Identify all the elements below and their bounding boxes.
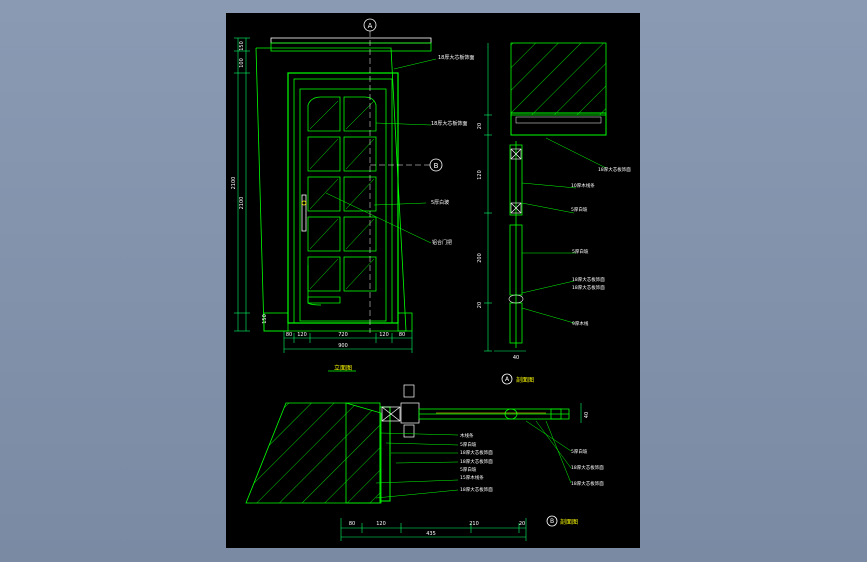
glass-diagonals	[309, 100, 375, 290]
svg-text:木线条: 木线条	[460, 432, 474, 439]
svg-text:B: B	[434, 162, 439, 170]
svg-text:5厚白玻: 5厚白玻	[431, 199, 449, 206]
svg-text:5厚白玻: 5厚白玻	[460, 441, 477, 448]
svg-text:150: 150	[262, 314, 268, 324]
svg-text:18厚大芯板饰面: 18厚大芯板饰面	[571, 480, 604, 487]
svg-text:20: 20	[519, 521, 525, 527]
svg-text:80: 80	[286, 332, 292, 338]
svg-text:200: 200	[477, 253, 483, 263]
svg-text:铝合门把: 铝合门把	[432, 239, 452, 246]
svg-text:720: 720	[338, 332, 348, 338]
skirting	[263, 312, 289, 332]
section-a-title: 剖面图	[516, 376, 534, 384]
svg-text:B: B	[550, 518, 554, 525]
svg-text:18厚大芯板饰面: 18厚大芯板饰面	[598, 166, 631, 173]
svg-text:120: 120	[477, 170, 483, 180]
door-frame	[287, 72, 399, 324]
bottom-dimensions	[283, 331, 413, 353]
section-a-marker	[501, 373, 513, 385]
svg-text:5厚白玻: 5厚白玻	[572, 248, 589, 255]
svg-text:20: 20	[477, 302, 483, 308]
wall-outline	[255, 47, 407, 332]
svg-text:18厚大芯板饰面: 18厚大芯板饰面	[572, 276, 605, 283]
svg-text:18厚大芯板饰面: 18厚大芯板饰面	[460, 486, 493, 493]
wall-block	[245, 402, 382, 504]
bottom-dim-texts: 80 120 720 120 80 900	[286, 332, 405, 349]
section-marker-a	[363, 18, 377, 32]
svg-text:5厚白玻: 5厚白玻	[571, 206, 588, 213]
svg-text:A: A	[505, 376, 510, 383]
svg-text:5厚白玻: 5厚白玻	[460, 466, 477, 473]
section-a-view: 20 120 200 20 40 18厚大芯板饰面 10厚	[477, 42, 631, 385]
svg-text:100: 100	[239, 58, 245, 68]
door-handle	[301, 194, 307, 232]
svg-text:18厚大芯板饰面: 18厚大芯板饰面	[460, 458, 493, 465]
cad-drawing: A B 150 100 2100 2100	[231, 18, 631, 541]
svg-text:15厚木线条: 15厚木线条	[460, 474, 484, 481]
svg-text:5厚白玻: 5厚白玻	[571, 448, 588, 455]
glass-panes	[307, 96, 377, 306]
svg-text:18厚大芯板饰面: 18厚大芯板饰面	[431, 120, 467, 127]
section-b-title: 剖面图	[560, 518, 578, 526]
section-b-marker	[546, 515, 558, 527]
section-b-view: 80 120 210 20 435 40	[245, 384, 604, 541]
ceiling-block	[510, 42, 607, 116]
svg-text:120: 120	[376, 521, 386, 527]
door-leaf	[299, 88, 387, 322]
cornice	[270, 37, 432, 44]
svg-text:A: A	[368, 22, 373, 30]
elevation-callouts: 18厚大芯板饰面 18厚大芯板饰面 5厚白玻 铝合门把	[431, 54, 474, 246]
section-a-callouts: 18厚大芯板饰面 10厚木线条 5厚白玻 5厚白玻 18厚大芯板饰面 18厚大芯…	[571, 166, 631, 327]
svg-text:18厚大芯板饰面: 18厚大芯板饰面	[438, 54, 474, 61]
svg-text:40: 40	[584, 412, 590, 418]
svg-text:10厚木线条: 10厚木线条	[571, 182, 595, 189]
left-dimensions	[234, 37, 250, 332]
elevation-view: A B 150 100 2100 2100	[231, 18, 474, 372]
svg-text:18厚大芯板饰面: 18厚大芯板饰面	[460, 449, 493, 456]
elevation-leaders	[325, 58, 437, 244]
drawing-sheet: A B 150 100 2100 2100	[226, 13, 640, 548]
left-dim-texts: 150 100 2100 2100 150	[231, 41, 268, 324]
svg-text:80: 80	[349, 521, 355, 527]
svg-text:9厚木线: 9厚木线	[572, 320, 589, 327]
svg-text:2100: 2100	[239, 197, 245, 210]
svg-text:210: 210	[469, 521, 479, 527]
section-b-callouts: 木线条 5厚白玻 18厚大芯板饰面 18厚大芯板饰面 5厚白玻 15厚木线条 1…	[460, 432, 604, 493]
svg-text:18厚大芯板饰面: 18厚大芯板饰面	[572, 284, 605, 291]
svg-text:18厚大芯板饰面: 18厚大芯板饰面	[571, 464, 604, 471]
svg-text:40: 40	[513, 355, 519, 361]
svg-text:120: 120	[297, 332, 307, 338]
svg-text:2100: 2100	[231, 177, 237, 190]
svg-text:20: 20	[477, 123, 483, 129]
section-marker-b	[429, 158, 443, 172]
svg-text:80: 80	[399, 332, 405, 338]
door-section	[509, 141, 523, 348]
elevation-title: 立面图	[334, 364, 352, 372]
svg-text:435: 435	[426, 531, 436, 537]
svg-text:150: 150	[239, 41, 245, 51]
svg-text:120: 120	[379, 332, 389, 338]
svg-text:900: 900	[338, 343, 348, 349]
